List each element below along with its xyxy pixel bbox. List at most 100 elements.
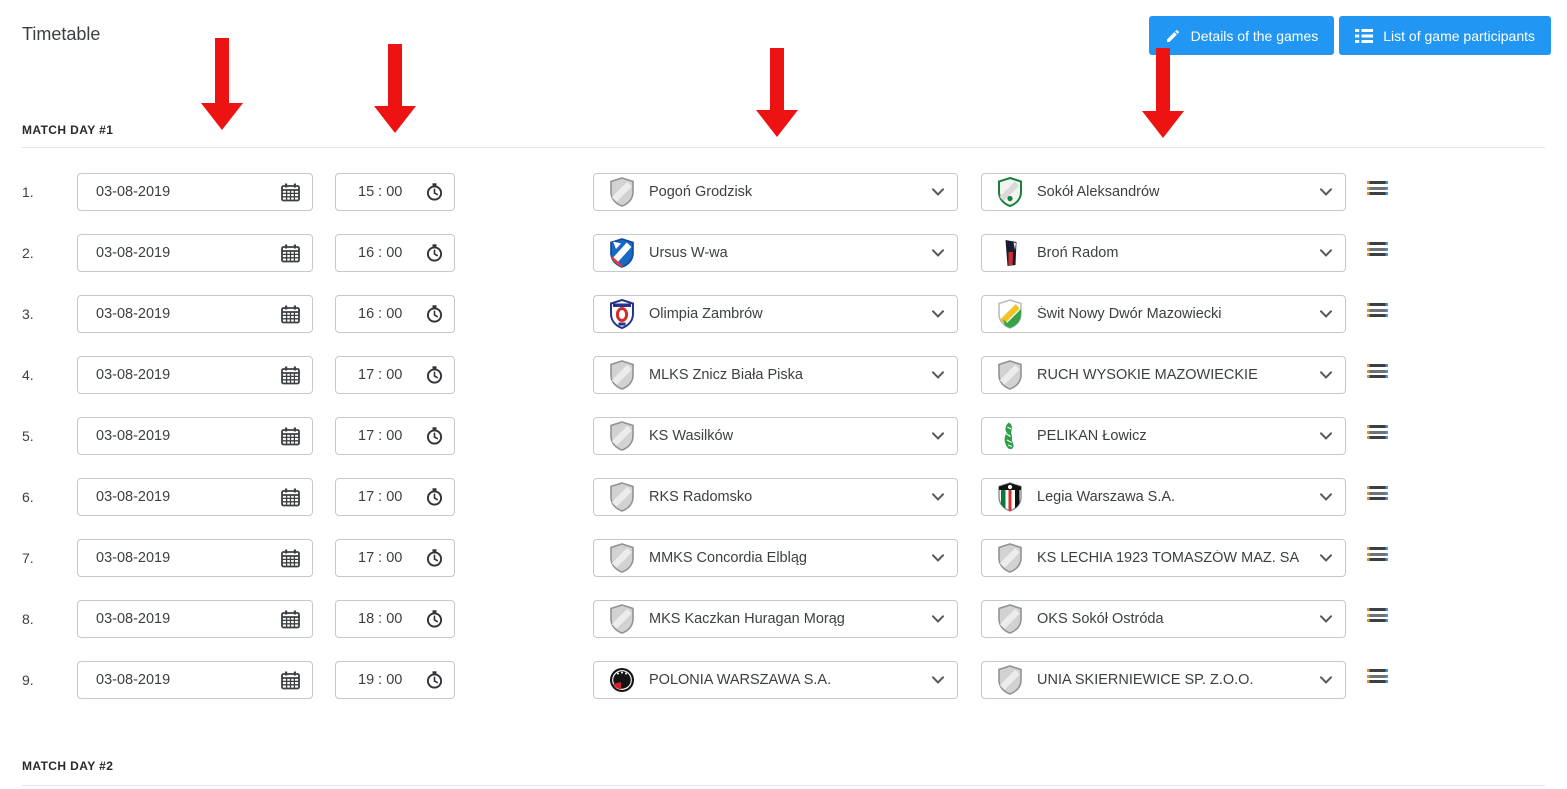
- date-input[interactable]: 03-08-2019: [77, 478, 313, 516]
- away-team-name: OKS Sokół Ostróda: [1037, 611, 1164, 627]
- match-row: 5. 03-08-2019 17 : 00: [0, 417, 1567, 455]
- chevron-down-icon: [932, 432, 944, 440]
- pencil-icon: [1165, 28, 1181, 44]
- chevron-down-icon: [932, 615, 944, 623]
- calendar-icon[interactable]: [281, 366, 300, 385]
- away-team-select[interactable]: Broń Radom: [981, 234, 1346, 272]
- time-value: 17 : 00: [358, 428, 403, 444]
- drag-handle-icon[interactable]: [1367, 669, 1388, 683]
- date-input[interactable]: 03-08-2019: [77, 600, 313, 638]
- home-team-name: POLONIA WARSZAWA S.A.: [649, 672, 832, 688]
- away-team-select[interactable]: UNIA SKIERNIEWICE SP. Z.O.O.: [981, 661, 1346, 699]
- time-column-arrow red-arrow-icon: [374, 44, 416, 133]
- away-team-select[interactable]: PELIKAN Łowicz: [981, 417, 1346, 455]
- away-team-name: PELIKAN Łowicz: [1037, 428, 1147, 444]
- home-team-select[interactable]: Pogoń Grodzisk: [593, 173, 958, 211]
- clock-icon[interactable]: [426, 366, 443, 384]
- date-input[interactable]: 03-08-2019: [77, 295, 313, 333]
- home-team-name: MLKS Znicz Biała Piska: [649, 367, 803, 383]
- section-divider: [22, 147, 1545, 148]
- clock-icon[interactable]: [426, 305, 443, 323]
- date-input[interactable]: 03-08-2019: [77, 173, 313, 211]
- date-input[interactable]: 03-08-2019: [77, 234, 313, 272]
- calendar-icon[interactable]: [281, 549, 300, 568]
- calendar-icon[interactable]: [281, 244, 300, 263]
- time-input[interactable]: 17 : 00: [335, 417, 455, 455]
- home-team-select[interactable]: MLKS Znicz Biała Piska: [593, 356, 958, 394]
- home-team-select[interactable]: MMKS Concordia Elbląg: [593, 539, 958, 577]
- time-input[interactable]: 16 : 00: [335, 295, 455, 333]
- home-club-badge-icon: [608, 299, 635, 329]
- away-team-name: UNIA SKIERNIEWICE SP. Z.O.O.: [1037, 672, 1254, 688]
- calendar-icon[interactable]: [281, 488, 300, 507]
- home-team-select[interactable]: MKS Kaczkan Huragan Morąg: [593, 600, 958, 638]
- drag-handle-icon[interactable]: [1367, 242, 1388, 256]
- calendar-icon[interactable]: [281, 671, 300, 690]
- time-input[interactable]: 16 : 00: [335, 234, 455, 272]
- date-column-arrow red-arrow-icon: [201, 38, 243, 130]
- drag-handle-icon[interactable]: [1367, 425, 1388, 439]
- away-club-badge-icon: [996, 421, 1023, 451]
- away-team-name: Świt Nowy Dwór Mazowiecki: [1037, 306, 1222, 322]
- time-input[interactable]: 17 : 00: [335, 356, 455, 394]
- time-input[interactable]: 15 : 00: [335, 173, 455, 211]
- home-team-name: MMKS Concordia Elbląg: [649, 550, 807, 566]
- time-input[interactable]: 18 : 00: [335, 600, 455, 638]
- drag-handle-icon[interactable]: [1367, 303, 1388, 317]
- date-input[interactable]: 03-08-2019: [77, 539, 313, 577]
- home-team-select[interactable]: POLONIA WARSZAWA S.A.: [593, 661, 958, 699]
- date-value: 03-08-2019: [96, 672, 171, 688]
- details-of-games-button[interactable]: Details of the games: [1148, 16, 1335, 55]
- toolbar: Details of the games List of game partic…: [1148, 16, 1551, 55]
- away-club-badge-icon: [996, 238, 1023, 268]
- home-team-select[interactable]: RKS Radomsko: [593, 478, 958, 516]
- date-input[interactable]: 03-08-2019: [77, 356, 313, 394]
- clock-icon[interactable]: [426, 183, 443, 201]
- calendar-icon[interactable]: [281, 183, 300, 202]
- clock-icon[interactable]: [426, 427, 443, 445]
- away-club-badge-icon: [996, 482, 1023, 512]
- match-row: 7. 03-08-2019 17 : 00: [0, 539, 1567, 577]
- row-number: 4.: [22, 367, 34, 383]
- date-input[interactable]: 03-08-2019: [77, 661, 313, 699]
- home-team-select[interactable]: KS Wasilków: [593, 417, 958, 455]
- time-input[interactable]: 17 : 00: [335, 478, 455, 516]
- calendar-icon[interactable]: [281, 427, 300, 446]
- time-value: 15 : 00: [358, 184, 403, 200]
- away-team-select[interactable]: RUCH WYSOKIE MAZOWIECKIE: [981, 356, 1346, 394]
- time-input[interactable]: 19 : 00: [335, 661, 455, 699]
- match-row: 8. 03-08-2019 18 : 00: [0, 600, 1567, 638]
- calendar-icon[interactable]: [281, 305, 300, 324]
- clock-icon[interactable]: [426, 244, 443, 262]
- clock-icon[interactable]: [426, 671, 443, 689]
- away-team-select[interactable]: KS LECHIA 1923 TOMASZÓW MAZ. SA: [981, 539, 1346, 577]
- time-input[interactable]: 17 : 00: [335, 539, 455, 577]
- drag-handle-icon[interactable]: [1367, 547, 1388, 561]
- drag-handle-icon[interactable]: [1367, 486, 1388, 500]
- chevron-down-icon: [932, 249, 944, 257]
- clock-icon[interactable]: [426, 610, 443, 628]
- away-team-select[interactable]: OKS Sokół Ostróda: [981, 600, 1346, 638]
- drag-handle-icon[interactable]: [1367, 364, 1388, 378]
- drag-handle-icon[interactable]: [1367, 181, 1388, 195]
- calendar-icon[interactable]: [281, 610, 300, 629]
- chevron-down-icon: [1320, 554, 1332, 562]
- time-value: 17 : 00: [358, 550, 403, 566]
- away-team-select[interactable]: Legia Warszawa S.A.: [981, 478, 1346, 516]
- away-team-column-arrow red-arrow-icon: [1142, 48, 1184, 138]
- clock-icon[interactable]: [426, 549, 443, 567]
- row-number: 8.: [22, 611, 34, 627]
- list-of-participants-button[interactable]: List of game participants: [1339, 16, 1551, 55]
- date-input[interactable]: 03-08-2019: [77, 417, 313, 455]
- home-team-select[interactable]: Olimpia Zambrów: [593, 295, 958, 333]
- clock-icon[interactable]: [426, 488, 443, 506]
- date-value: 03-08-2019: [96, 428, 171, 444]
- away-team-select[interactable]: Świt Nowy Dwór Mazowiecki: [981, 295, 1346, 333]
- match-row: 2. 03-08-2019 16 : 00: [0, 234, 1567, 272]
- away-team-select[interactable]: Sokół Aleksandrów: [981, 173, 1346, 211]
- time-value: 19 : 00: [358, 672, 403, 688]
- home-club-badge-icon: [608, 421, 635, 451]
- drag-handle-icon[interactable]: [1367, 608, 1388, 622]
- home-team-select[interactable]: Ursus W-wa: [593, 234, 958, 272]
